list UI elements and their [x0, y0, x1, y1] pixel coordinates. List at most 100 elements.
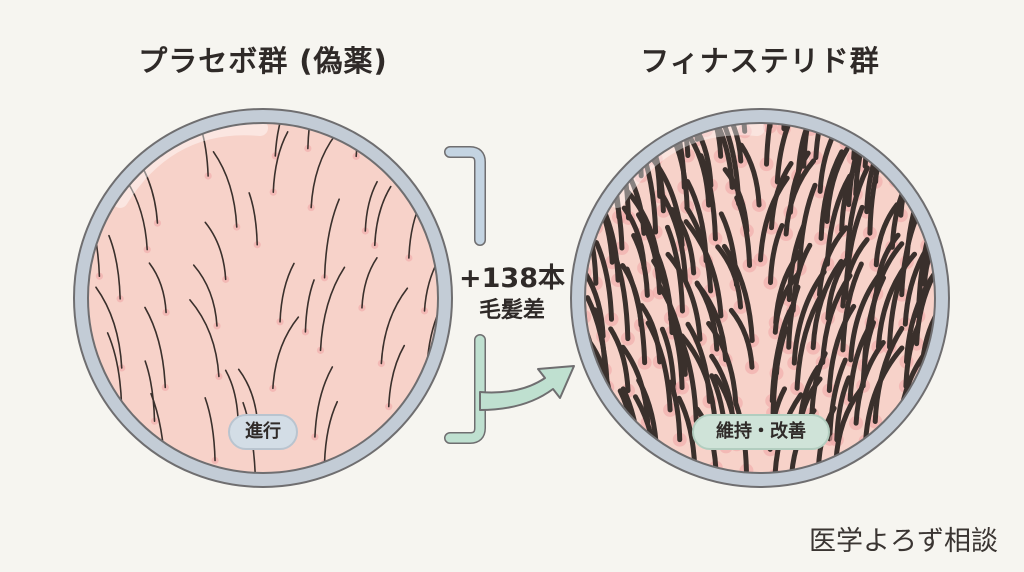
hair-strand [659, 191, 688, 284]
hair-strand [553, 385, 576, 453]
follicle [600, 98, 614, 112]
placebo-scalp-circle [18, 87, 464, 488]
hair-strand [43, 210, 62, 280]
hair-strand [764, 122, 784, 167]
follicle [543, 337, 557, 351]
hair-strand [593, 240, 615, 322]
follicle [914, 144, 929, 159]
follicle [109, 105, 116, 112]
hair-strand [794, 290, 826, 391]
follicle [629, 130, 644, 145]
hair-strand [18, 349, 44, 414]
hair-strand [863, 345, 905, 444]
follicle [935, 380, 936, 395]
follicle [381, 468, 389, 474]
follicle [606, 431, 621, 446]
follicle [627, 447, 642, 462]
hair-strand [950, 187, 979, 262]
hair-strand [903, 265, 936, 365]
follicle [934, 444, 936, 459]
hair-strand [323, 198, 340, 279]
hair-strand [698, 153, 718, 242]
follicle [552, 148, 566, 162]
follicle [161, 470, 169, 474]
follicle [440, 419, 447, 426]
hair-strand [204, 221, 227, 281]
follicle [544, 441, 558, 455]
hair-strand [853, 339, 886, 426]
hair-strand [97, 122, 118, 154]
follicle [907, 438, 922, 453]
hair-strand [816, 225, 849, 298]
follicle [901, 444, 916, 459]
hair-strand [941, 369, 956, 452]
follicle [167, 101, 174, 108]
hair-strand [429, 156, 439, 211]
hair-strand [310, 133, 337, 209]
hair-strand [892, 122, 913, 166]
follicle [420, 106, 427, 113]
hair-strand [212, 151, 238, 228]
follicle [693, 103, 707, 117]
follicle [926, 168, 936, 183]
follicle [555, 130, 569, 144]
hair-strand [827, 357, 848, 442]
hair-strand [189, 299, 220, 378]
hair-strand [274, 122, 300, 157]
hair-strand [446, 88, 464, 152]
hair-strand [193, 122, 209, 177]
hair-strand [272, 131, 289, 194]
hair-strand [721, 243, 755, 343]
hair-strand [624, 266, 648, 366]
follicle [926, 454, 936, 469]
finasteride-status-badge: 維持・改善 [692, 414, 830, 450]
follicle [571, 106, 585, 120]
hair-strand [728, 307, 755, 370]
hair-strand [608, 326, 631, 394]
hair-strand [665, 251, 703, 342]
hair-strand [738, 142, 762, 208]
hair-strand [586, 122, 607, 163]
hair-strand [813, 122, 849, 161]
follicle [584, 458, 587, 473]
follicle [356, 102, 363, 109]
follicle [596, 152, 611, 167]
follicle [950, 189, 964, 203]
follicle [856, 98, 870, 112]
follicle [943, 353, 957, 367]
follicle [551, 351, 565, 365]
follicle [584, 151, 596, 166]
follicle [222, 87, 229, 94]
hair-strand [817, 122, 850, 194]
hair-strand [192, 264, 218, 327]
hair-strand [373, 185, 392, 247]
hair-strand [791, 269, 827, 366]
watermark: 医学よろず相談 [809, 526, 998, 557]
follicle [61, 361, 68, 368]
hair-strand [672, 138, 690, 210]
follicle [584, 406, 595, 421]
hair-strand [783, 158, 817, 237]
hair-strand [612, 252, 631, 342]
hair-strand [584, 122, 607, 179]
hair-strand [840, 237, 870, 309]
hair-strand [846, 122, 878, 208]
hair-strand [530, 161, 558, 246]
follicle [59, 458, 66, 465]
hair-strand [314, 366, 334, 438]
hair-strand [953, 381, 974, 472]
hair-strand [844, 165, 870, 260]
hair-strand [669, 207, 697, 276]
hair-strand [106, 332, 123, 407]
hair-strand [952, 125, 982, 217]
follicle [550, 209, 564, 223]
hair-strand [715, 244, 744, 310]
bracket-bottom-arrow [444, 334, 575, 444]
follicle [901, 461, 916, 474]
hair-strand [90, 400, 109, 454]
hair-strand [919, 122, 936, 154]
follicle [640, 103, 654, 117]
hair-strand [565, 378, 579, 465]
follicle [872, 471, 887, 474]
